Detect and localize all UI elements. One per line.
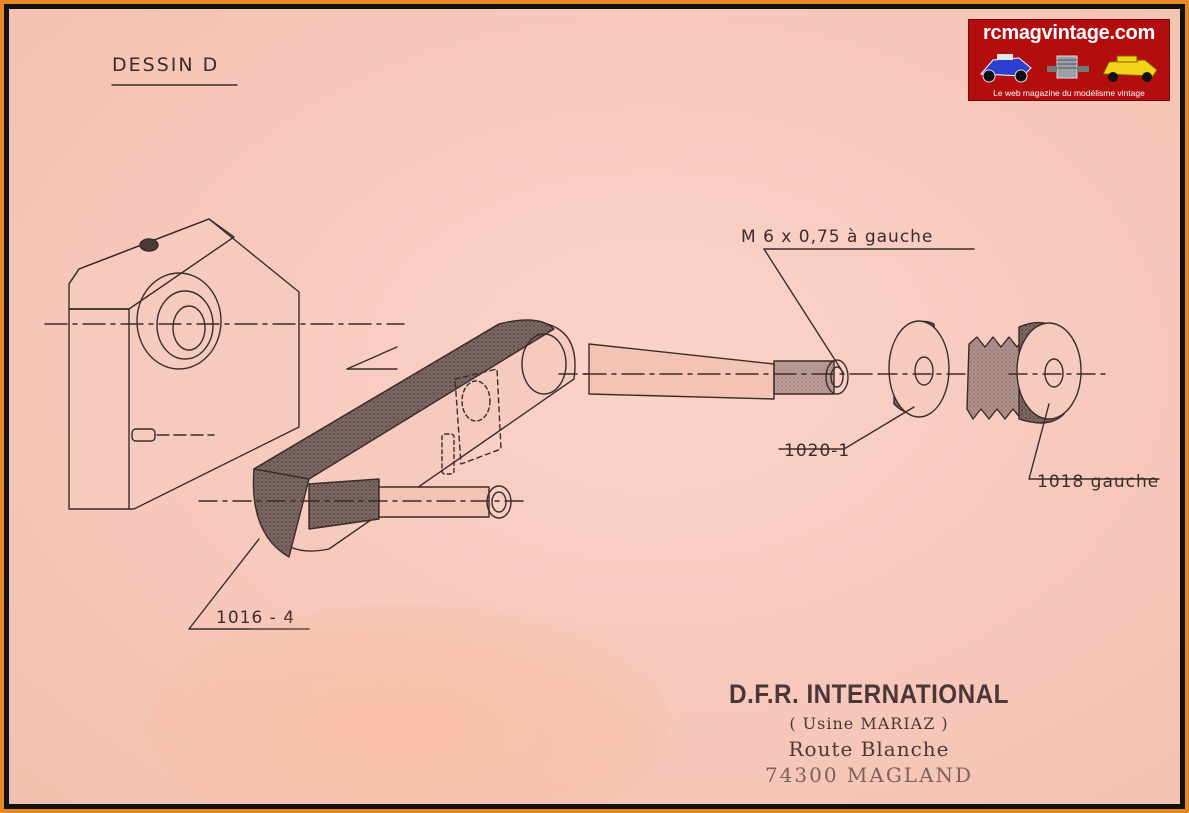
gear-part [966,321,1160,480]
arm-label: 1016 - 4 [216,608,296,628]
logo-tagline: Le web magazine du modélisme vintage [993,88,1145,98]
housing-block [44,218,405,510]
leader-arm [188,538,260,630]
drawing-title: DESSIN D [112,54,220,76]
drawing-sheet: DESSIN D M 6 x 0,75 à gauche 1020-1 1018… [9,9,1180,804]
exploded-drawing [44,84,1160,630]
stamp-road: Route Blanche [788,737,950,761]
logo-name: rcmagvintage.com [983,22,1155,44]
stamp-factory: ( Usine MARIAZ ) [789,714,949,733]
stamp-city: 74300 MAGLAND [764,763,974,787]
thread-label: M 6 x 0,75 à gauche [741,227,934,247]
buggy-icon [979,54,1032,83]
gear-label: 1018 gauche [1037,472,1160,492]
company-stamp: D.F.R. INTERNATIONAL ( Usine MARIAZ ) Ro… [669,679,1069,787]
car-icon [1102,55,1158,82]
crank-arm [198,319,595,558]
logo-vehicles-icon [979,54,1158,83]
shaft [583,248,975,400]
stamp-company: D.F.R. INTERNATIONAL [729,679,1009,709]
site-logo[interactable]: rcmagvintage.com [968,19,1170,101]
washer-label: 1020-1 [784,441,851,461]
washer-part [778,320,970,450]
engine-icon [1047,55,1089,79]
